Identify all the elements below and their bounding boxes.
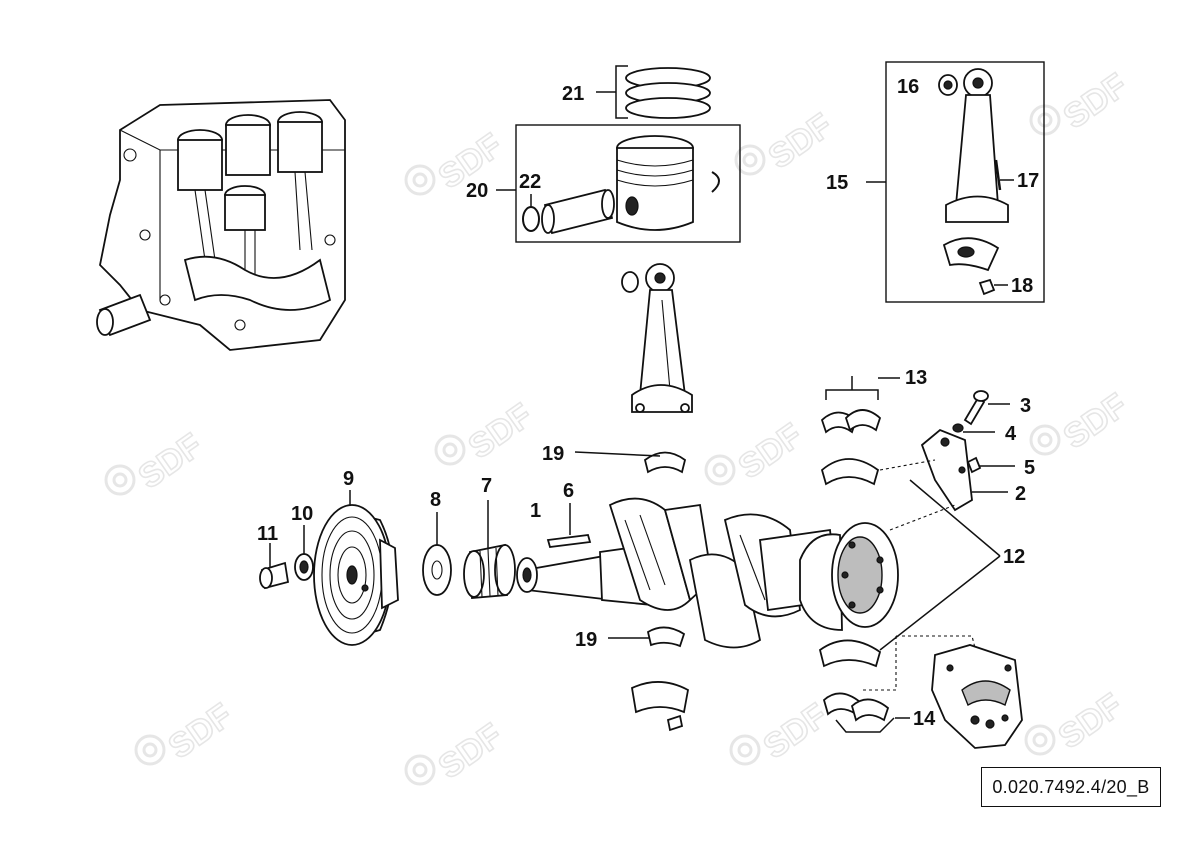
callout-6: 6: [563, 480, 574, 502]
callout-15: 15: [826, 172, 848, 194]
watermark-2: SDF: [734, 105, 840, 177]
small-washer-part: [294, 525, 314, 581]
cap-washer-part: [952, 423, 995, 433]
callout-9: 9: [343, 468, 354, 490]
piston-assembly-group: [496, 124, 741, 243]
main-bearing-shell-upper-12: [820, 458, 880, 486]
washer-part: [422, 512, 452, 596]
svg-text:SDF: SDF: [432, 716, 509, 786]
watermark-5: SDF: [434, 395, 540, 467]
svg-text:SDF: SDF: [1052, 686, 1129, 756]
callout-4: 4: [1005, 423, 1017, 445]
thrust-bearing-14: [822, 692, 910, 733]
callout-8: 8: [430, 489, 441, 511]
watermark-11: SDF: [1024, 685, 1130, 757]
callout-12: 12: [1003, 546, 1025, 568]
callout-5: 5: [1024, 457, 1035, 479]
callout-19-upper: 19: [542, 443, 564, 465]
watermark-6: SDF: [704, 415, 810, 487]
watermark-10: SDF: [729, 695, 835, 767]
cap-bolt-part: [963, 390, 1010, 426]
main-bearing-cap-part: [879, 428, 1008, 531]
callout-11: 11: [257, 523, 278, 545]
engine-block-illustration: [96, 99, 346, 351]
key-part: [546, 503, 592, 548]
callout-labels: 1 2 3 4 5 6 7 8 9 10 11 12 13 14 15 16 1…: [257, 76, 1039, 730]
watermark-8: SDF: [134, 695, 240, 767]
callout-20: 20: [466, 180, 488, 202]
callout-19-lower: 19: [575, 629, 597, 651]
callout-1: 1: [530, 500, 541, 522]
pulley-part: [313, 490, 399, 646]
callout-13: 13: [905, 367, 927, 389]
svg-text:SDF: SDF: [762, 106, 839, 176]
callout-3: 3: [1020, 395, 1031, 417]
rod-cap-lower: [630, 681, 690, 732]
crankshaft-part: [516, 497, 899, 649]
callout-22: 22: [519, 171, 541, 193]
callout-17: 17: [1017, 170, 1039, 192]
bearing-shell-upper-19: [574, 451, 687, 474]
bearing-shell-lower-19: [608, 626, 686, 648]
callout-21: 21: [562, 83, 584, 105]
svg-text:SDF: SDF: [462, 396, 539, 466]
main-bearing-leaders-12: [879, 479, 1001, 651]
watermark-3: SDF: [1029, 65, 1135, 137]
svg-text:SDF: SDF: [1057, 66, 1134, 136]
callout-7: 7: [481, 475, 492, 497]
callout-18: 18: [1011, 275, 1033, 297]
callout-2: 2: [1015, 483, 1026, 505]
callout-14: 14: [913, 708, 936, 730]
thrust-bearing-13: [820, 376, 900, 434]
svg-text:SDF: SDF: [1057, 386, 1134, 456]
svg-text:SDF: SDF: [162, 696, 239, 766]
piston-rings-part: [596, 65, 711, 119]
rear-seal-housing-part: [862, 635, 1023, 749]
svg-text:SDF: SDF: [732, 416, 809, 486]
svg-text:SDF: SDF: [132, 426, 209, 496]
callout-10: 10: [291, 503, 313, 525]
svg-text:SDF: SDF: [757, 696, 834, 766]
watermark-7: SDF: [1029, 385, 1135, 457]
gear-part: [463, 500, 516, 599]
cap-nut-part: [966, 456, 1015, 474]
rod-kit-group: [866, 61, 1045, 303]
callout-16: 16: [897, 76, 919, 98]
bolt-part: [259, 543, 290, 590]
watermark-1: SDF: [404, 125, 510, 197]
main-bearing-shell-lower-12: [818, 639, 882, 668]
diagram-reference-code: 0.020.7492.4/20_B: [981, 767, 1161, 807]
watermark-9: SDF: [404, 715, 510, 787]
watermark-4: SDF: [104, 425, 210, 497]
connecting-rod-part: [621, 263, 693, 413]
